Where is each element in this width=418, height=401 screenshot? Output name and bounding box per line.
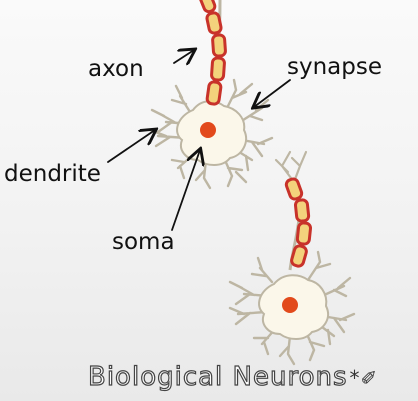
neuron-1-axon	[198, 0, 227, 106]
myelin-segment	[293, 198, 311, 223]
myelin-segment	[205, 11, 223, 35]
arrow-axon	[173, 50, 194, 63]
neuron-1-nucleus	[200, 122, 216, 138]
arrow-synapse	[254, 79, 291, 107]
arrow-dendrite	[107, 130, 155, 163]
neuron-2	[228, 150, 356, 366]
sparkle-pencil-icon: *✐	[349, 366, 379, 390]
myelin-segment	[295, 221, 313, 246]
diagram-title: Biological Neurons*✐	[87, 361, 379, 392]
label-axon: axon	[88, 56, 144, 82]
myelin-segment	[205, 80, 223, 106]
neuron-2-axon	[284, 177, 313, 271]
myelin-segment	[284, 177, 304, 201]
myelin-segment	[210, 56, 226, 82]
myelin-segment	[290, 244, 308, 268]
neuron-2-terminal	[274, 150, 308, 184]
arrow-soma	[171, 150, 200, 231]
label-synapse: synapse	[287, 54, 382, 80]
neuron-1	[148, 0, 274, 190]
diagram-title-text: Biological Neurons	[87, 361, 348, 392]
myelin-segment	[198, 0, 217, 14]
myelin-segment	[211, 33, 227, 58]
neuron-2-nucleus	[282, 297, 298, 313]
label-soma: soma	[112, 229, 175, 255]
label-dendrite: dendrite	[4, 161, 101, 187]
